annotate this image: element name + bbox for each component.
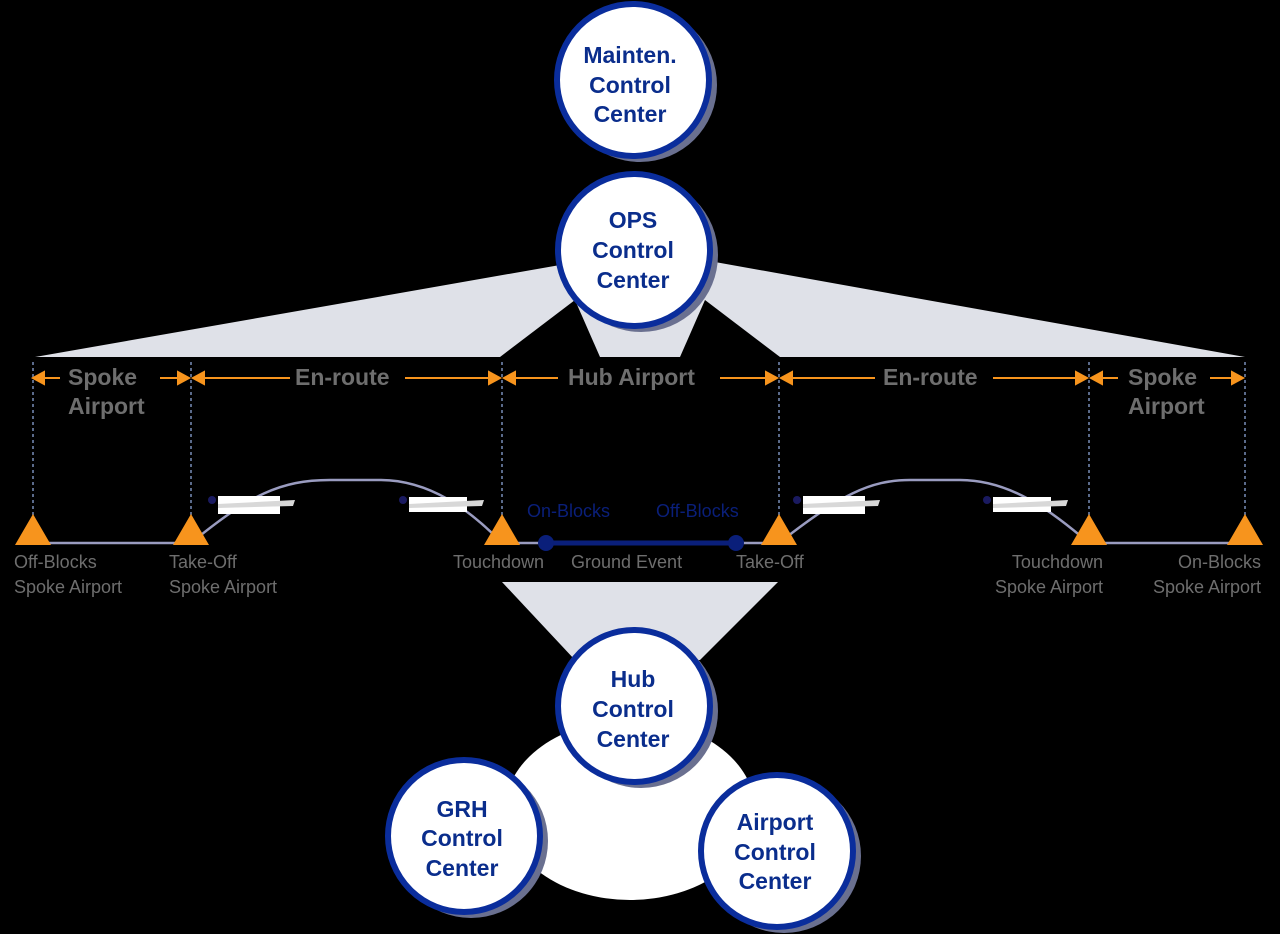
airport-control-center: Airport Control Center bbox=[698, 772, 861, 933]
offblocks-spoke-triangle bbox=[15, 514, 51, 545]
event-takeoff-hub: Take-Off bbox=[736, 552, 805, 572]
svg-text:Control: Control bbox=[589, 72, 671, 98]
svg-text:Hub: Hub bbox=[611, 666, 656, 692]
svg-text:Center: Center bbox=[597, 267, 670, 293]
svg-text:Center: Center bbox=[739, 868, 812, 894]
maintenance-control-center: Mainten. Control Center bbox=[554, 1, 717, 162]
svg-text:Control: Control bbox=[734, 839, 816, 865]
event-touchdown-hub: Touchdown bbox=[453, 552, 544, 572]
boundary-lines bbox=[32, 362, 1246, 520]
segment-enroute-left: En-route bbox=[295, 364, 390, 390]
takeoff-spoke-triangle bbox=[173, 514, 209, 545]
svg-text:Center: Center bbox=[594, 101, 667, 127]
event-offblocks-line2: Spoke Airport bbox=[14, 577, 122, 597]
segment-spoke-left-line1: Spoke bbox=[68, 364, 137, 390]
segment-spoke-right-line1: Spoke bbox=[1128, 364, 1197, 390]
event-ground-event: Ground Event bbox=[571, 552, 682, 572]
off-blocks-dot bbox=[728, 535, 744, 551]
segment-spoke-left-line2: Airport bbox=[68, 393, 145, 419]
svg-text:Airport: Airport bbox=[737, 809, 814, 835]
grh-control-center: GRH Control Center bbox=[385, 757, 548, 918]
svg-text:Control: Control bbox=[592, 237, 674, 263]
segment-arrows bbox=[30, 370, 1246, 386]
event-onblocks-line2: Spoke Airport bbox=[1153, 577, 1261, 597]
touchdown-hub-triangle bbox=[484, 514, 520, 545]
touchdown-spoke-triangle bbox=[1071, 514, 1107, 545]
svg-text:Center: Center bbox=[597, 726, 670, 752]
svg-text:OPS: OPS bbox=[609, 207, 658, 233]
event-touchdown-spoke-line2: Spoke Airport bbox=[995, 577, 1103, 597]
airplane-icon bbox=[208, 496, 295, 514]
ops-control-center: OPS Control Center bbox=[555, 171, 718, 332]
flight-path bbox=[33, 478, 1245, 545]
svg-text:Mainten.: Mainten. bbox=[583, 42, 676, 68]
event-touchdown-spoke-line1: Touchdown bbox=[1012, 552, 1103, 572]
takeoff-hub-triangle bbox=[761, 514, 797, 545]
onblocks-spoke-triangle bbox=[1227, 514, 1263, 545]
hub-control-center: Hub Control Center bbox=[555, 627, 718, 788]
event-triangles bbox=[15, 514, 1263, 545]
svg-text:Center: Center bbox=[426, 855, 499, 881]
event-takeoff-spoke-line2: Spoke Airport bbox=[169, 577, 277, 597]
airplane-icon bbox=[399, 496, 484, 512]
hub-scope-fan bbox=[502, 582, 778, 660]
airplane-icon bbox=[793, 496, 880, 514]
on-blocks-label: On-Blocks bbox=[527, 501, 610, 521]
event-takeoff-spoke-line1: Take-Off bbox=[169, 552, 238, 572]
svg-text:Control: Control bbox=[592, 696, 674, 722]
svg-text:GRH: GRH bbox=[436, 796, 487, 822]
on-blocks-dot bbox=[538, 535, 554, 551]
event-offblocks-line1: Off-Blocks bbox=[14, 552, 97, 572]
svg-text:Control: Control bbox=[421, 825, 503, 851]
segment-spoke-right-line2: Airport bbox=[1128, 393, 1205, 419]
off-blocks-label: Off-Blocks bbox=[656, 501, 739, 521]
event-onblocks-line1: On-Blocks bbox=[1178, 552, 1261, 572]
segment-enroute-right: En-route bbox=[883, 364, 978, 390]
airplane-icon bbox=[983, 496, 1068, 512]
segment-hub-airport: Hub Airport bbox=[568, 364, 695, 390]
